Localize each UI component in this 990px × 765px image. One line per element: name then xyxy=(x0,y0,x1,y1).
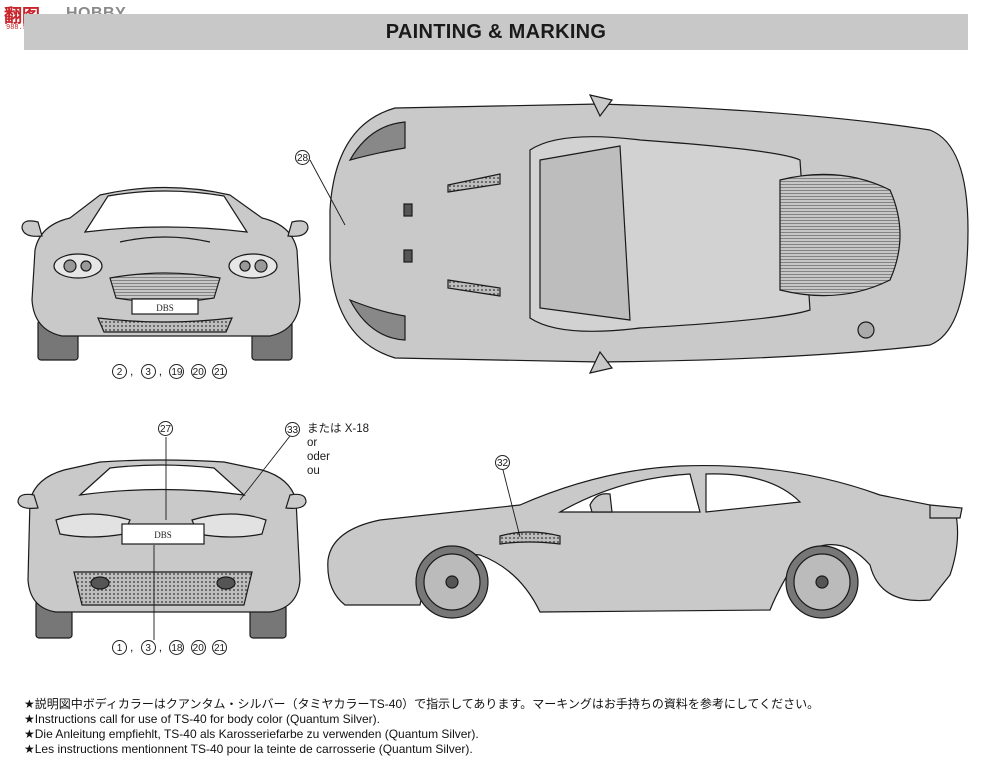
rear-plate-text: DBS xyxy=(154,530,172,540)
front-view-callouts: 2, 3, 19 20 21 xyxy=(112,364,230,380)
top-view-callout: 28 xyxy=(295,150,313,166)
rear-view xyxy=(17,459,307,639)
instructions: ★説明図中ボディカラーはクアンタム・シルバー（タミヤカラーTS-40）で指示して… xyxy=(24,697,819,757)
alt-note-line: または X-18 xyxy=(307,423,369,435)
title-bar: PAINTING & MARKING xyxy=(24,14,968,50)
callout-number: 20 xyxy=(190,364,206,380)
callout-number: 3 xyxy=(140,640,156,656)
instruction-line: ★Les instructions mentionnent TS-40 pour… xyxy=(24,742,473,756)
callout-number: 1 xyxy=(112,640,127,656)
leader-lines xyxy=(153,159,521,640)
alt-note-line: oder xyxy=(307,451,331,463)
side-view xyxy=(327,464,963,619)
top-view xyxy=(329,94,969,374)
rear-view-callouts: 1, 3, 18 20 21 xyxy=(112,640,230,656)
callout-number: 19 xyxy=(169,364,185,380)
callout-number: 20 xyxy=(190,640,206,656)
rear-top-callout: 27 xyxy=(158,421,176,437)
callout-number: 21 xyxy=(212,640,228,656)
callout-number: 32 xyxy=(495,455,510,471)
callout-number: 27 xyxy=(158,421,173,437)
callout-number: 2 xyxy=(112,364,127,380)
instruction-line: ★説明図中ボディカラーはクアンタム・シルバー（タミヤカラーTS-40）で指示して… xyxy=(24,697,820,711)
alt-color-note: または X-18 or oder ou xyxy=(307,422,369,478)
callout-number: 21 xyxy=(212,364,228,380)
alt-color-callout: 33 xyxy=(285,422,303,438)
side-view-callout: 32 xyxy=(495,455,513,471)
alt-note-line: ou xyxy=(307,465,320,477)
page-title: PAINTING & MARKING xyxy=(385,20,607,43)
callout-number: 18 xyxy=(169,640,185,656)
callout-number: 3 xyxy=(140,364,156,380)
instruction-line: ★Instructions call for use of TS-40 for … xyxy=(24,712,381,726)
alt-note-line: or xyxy=(307,437,318,449)
callout-number: 33 xyxy=(285,422,300,438)
callout-number: 28 xyxy=(295,150,310,166)
instruction-line: ★Die Anleitung empfiehlt, TS-40 als Karo… xyxy=(24,727,479,741)
front-plate-text: DBS xyxy=(156,303,174,313)
front-view xyxy=(21,186,309,361)
